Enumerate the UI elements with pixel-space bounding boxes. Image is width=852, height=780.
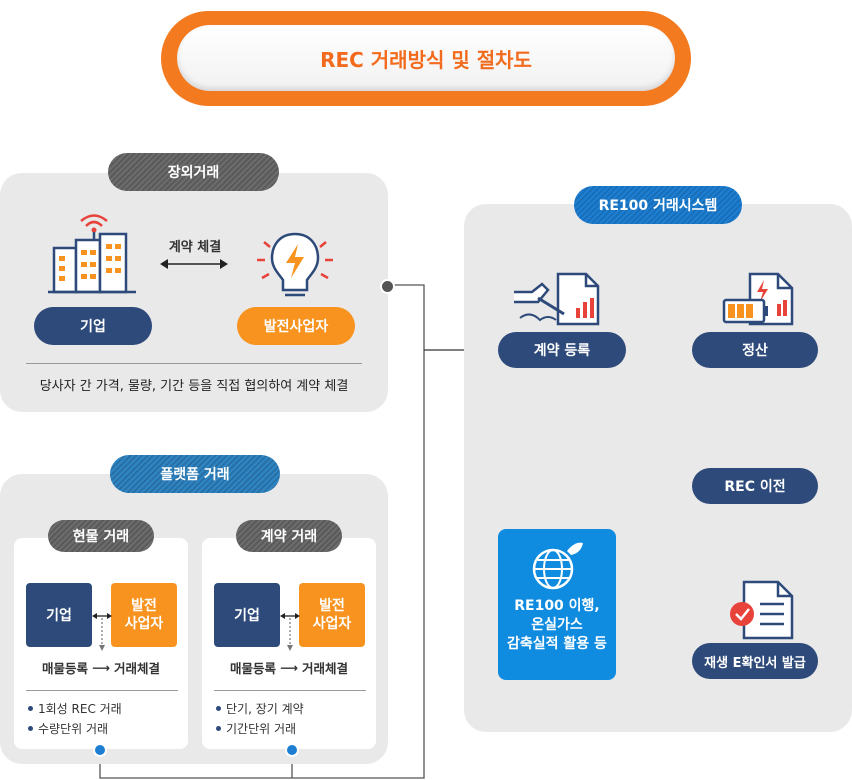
spot-generator-line1: 발전 [131, 597, 157, 614]
contract-company-box: 기업 [214, 583, 280, 647]
contract-flow-left: 매물등록 [230, 661, 277, 676]
page-title: REC 거래방식 및 절차도 [177, 25, 675, 91]
spot-company-box: 기업 [26, 583, 92, 647]
offmarket-divider [26, 363, 362, 364]
certificate-document-icon [730, 580, 794, 640]
contract-flow-arrow-icon: ⟶ [280, 660, 298, 675]
certificate-step: 재생 E확인서 발급 [692, 643, 818, 679]
result-line-3: 감축실적 활용 등 [507, 636, 607, 652]
spot-flow-left: 매물등록 [42, 661, 89, 676]
building-icon [48, 214, 136, 294]
spot-flow-right: 거래체결 [113, 661, 160, 676]
spot-flow-arrow-icon: ⟶ [92, 660, 110, 675]
offmarket-connector-dot [380, 279, 395, 294]
contract-flow-right: 거래체결 [301, 661, 348, 676]
re100-header: RE100 거래시스템 [574, 186, 742, 224]
battery-document-icon [722, 272, 794, 326]
generator-button: 발전사업자 [237, 307, 355, 345]
contract-exchange-arrows [280, 613, 300, 651]
double-arrow-icon [160, 259, 228, 269]
offmarket-header: 장외거래 [108, 153, 279, 191]
contract-bullet-2: 기간단위 거래 [216, 720, 296, 737]
contract-generator-line1: 발전 [319, 597, 345, 614]
contract-trade-header: 계약 거래 [236, 520, 342, 552]
contract-bullet-1: 단기, 장기 계약 [216, 700, 304, 717]
spot-bullet-2: 수량단위 거래 [28, 720, 108, 737]
spot-generator-box: 발전 사업자 [111, 583, 177, 647]
result-line-2: 온실가스 [531, 617, 583, 633]
spot-trade-header: 현물 거래 [48, 520, 154, 552]
platform-header: 플랫폼 거래 [110, 455, 280, 493]
register-step: 계약 등록 [498, 332, 626, 368]
result-line-1: RE100 이행, [514, 598, 600, 614]
spot-exchange-arrows [92, 613, 112, 651]
spot-connector-dot [93, 743, 107, 757]
spot-generator-line2: 사업자 [124, 616, 164, 632]
spot-bullet-1: 1회성 REC 거래 [28, 700, 122, 717]
contract-divider [214, 690, 366, 691]
spot-flow: 매물등록 ⟶ 거래체결 [14, 658, 188, 677]
document-sign-icon [514, 272, 600, 326]
lightbulb-icon [257, 232, 333, 297]
globe-leaf-icon [532, 542, 583, 590]
offmarket-connector [99, 284, 425, 779]
transfer-step: REC 이전 [692, 468, 818, 504]
settle-step: 정산 [692, 332, 818, 368]
contract-label: 계약 체결 [168, 240, 222, 255]
contract-generator-box: 발전 사업자 [299, 583, 365, 647]
contract-connector-dot [285, 743, 299, 757]
re100-result-box: RE100 이행, 온실가스 감축실적 활용 등 [498, 529, 616, 680]
offmarket-description: 당사자 간 가격, 물량, 기간 등을 직접 협의하여 계약 체결 [39, 379, 349, 394]
contract-generator-line2: 사업자 [312, 616, 352, 632]
spot-divider [26, 690, 178, 691]
contract-flow: 매물등록 ⟶ 거래체결 [202, 658, 376, 677]
company-button: 기업 [34, 307, 152, 345]
